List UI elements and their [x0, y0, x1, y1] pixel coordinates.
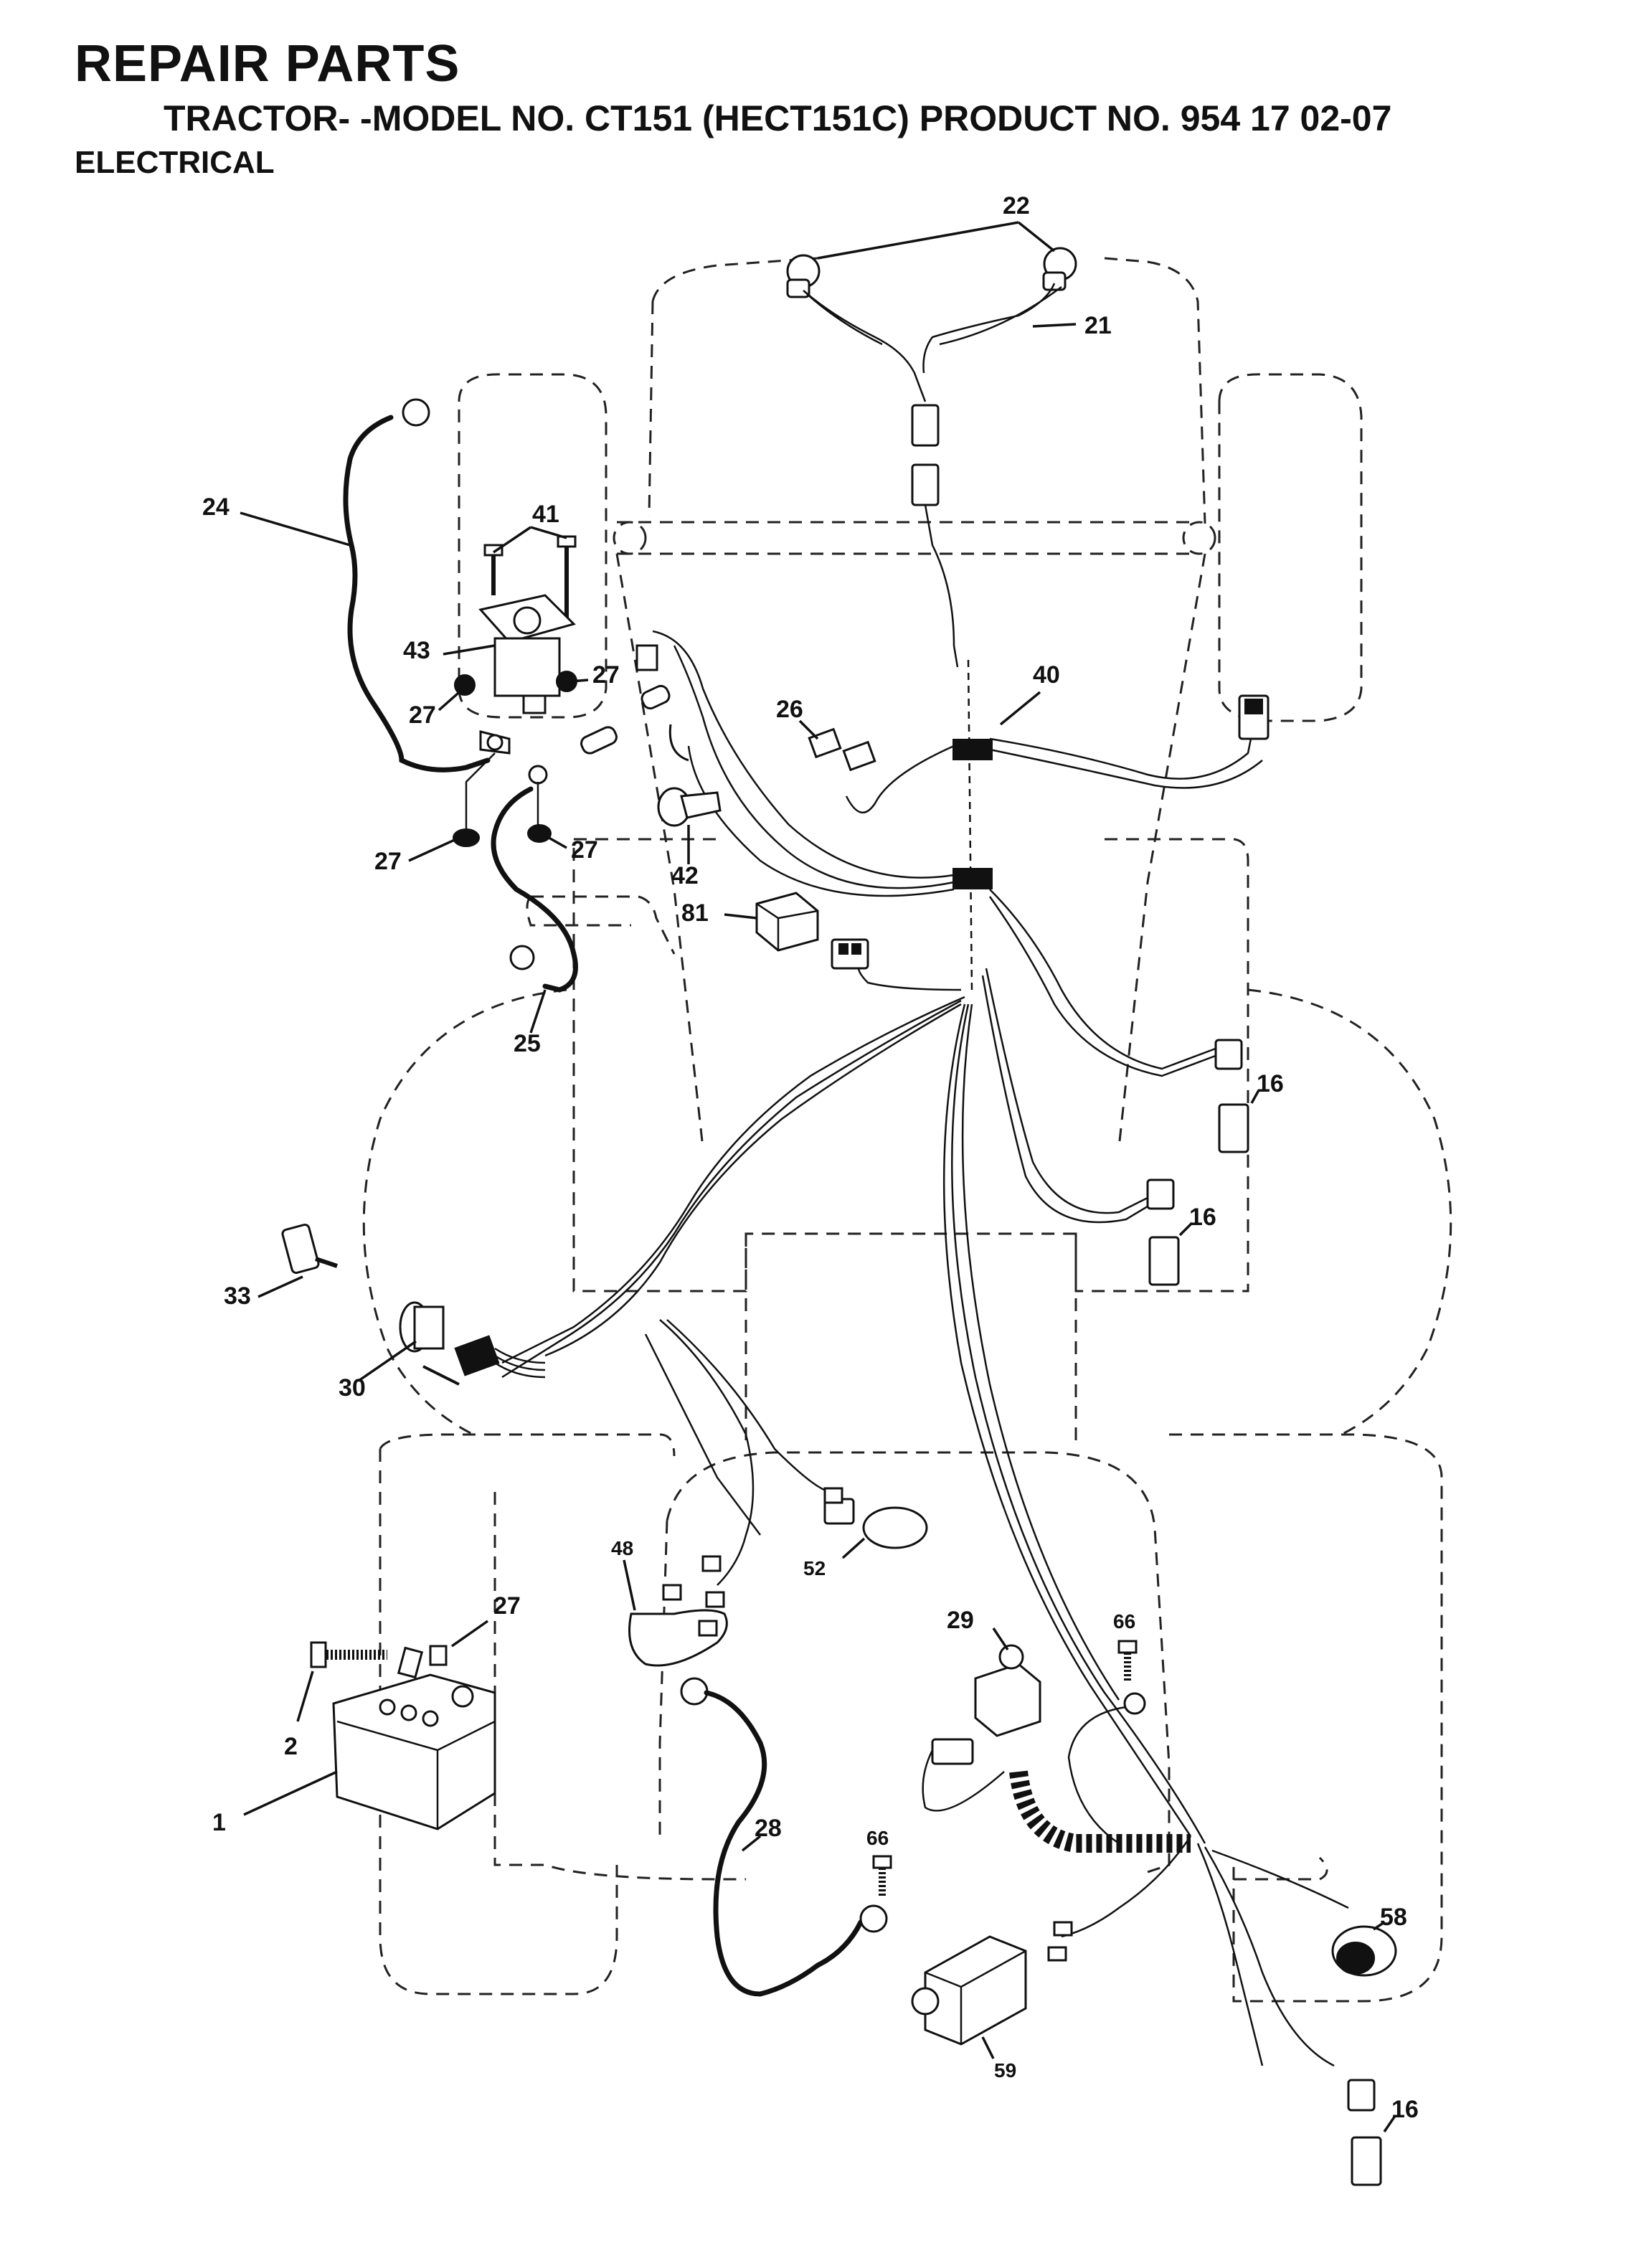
callout-30: 30	[339, 1374, 366, 1402]
frame-rails	[615, 553, 1206, 1148]
callout-40: 40	[1033, 661, 1060, 689]
callout-labels: 22 21 24 41 43 27 27 27 27 27 40 26 42 8…	[202, 192, 1419, 2123]
starter-solenoid	[408, 526, 589, 862]
terminal-boot-42	[657, 787, 722, 864]
rear-deck-outline	[488, 1433, 1443, 2003]
callout-1: 1	[212, 1809, 226, 1836]
callout-48: 48	[611, 1537, 633, 1559]
harness-branches	[501, 630, 1263, 1844]
callout-66-b: 66	[866, 1827, 889, 1849]
seat-switch-48	[623, 1555, 728, 1667]
callout-27-b: 27	[409, 701, 436, 729]
cable-24	[343, 415, 491, 772]
section-label: ELECTRICAL	[75, 145, 275, 180]
headlight-assembly	[786, 221, 1077, 668]
battery-bolt-2	[296, 1620, 489, 1722]
rear-wires	[644, 1319, 1349, 2067]
tractor-outline	[362, 257, 1452, 2003]
callout-27-e: 27	[493, 1592, 521, 1620]
cable-28	[680, 1677, 888, 1997]
callout-16-b: 16	[1189, 1204, 1216, 1231]
battery-cables	[240, 398, 578, 1034]
callout-2: 2	[284, 1733, 298, 1760]
lower-loom	[1009, 1770, 1191, 1853]
callout-27-c: 27	[374, 848, 402, 875]
rear-fender	[493, 1492, 746, 1881]
callout-52: 52	[803, 1557, 826, 1579]
callout-26: 26	[776, 696, 803, 723]
switch-16c	[1351, 2136, 1382, 2186]
callout-16-a: 16	[1257, 1070, 1284, 1097]
callout-21: 21	[1084, 312, 1112, 339]
callout-22: 22	[1003, 192, 1030, 219]
interlock-switches	[1146, 1039, 1396, 2186]
callout-27-d: 27	[571, 836, 598, 864]
nut-bottom-left	[453, 828, 480, 847]
callout-58: 58	[1380, 1904, 1407, 1931]
ignition-key-33	[257, 1223, 338, 1298]
battery-1	[243, 1646, 496, 1830]
headlight-harness	[803, 283, 1062, 402]
connector-26	[798, 719, 876, 772]
front-right-wheel	[1218, 373, 1363, 722]
hood-outline	[651, 257, 1206, 524]
main-harness-loom	[501, 630, 1349, 2067]
starter-terminals	[580, 644, 689, 762]
right-front-connector	[1238, 694, 1270, 740]
cable-25	[491, 786, 578, 993]
callout-16-c: 16	[1391, 2096, 1419, 2123]
rear-left-wheel	[362, 988, 567, 1436]
callout-29: 29	[947, 1607, 974, 1634]
page-title: REPAIR PARTS	[75, 35, 460, 93]
callout-25: 25	[514, 1030, 541, 1057]
headlight-connector-a	[911, 404, 940, 447]
callout-28: 28	[755, 1815, 782, 1842]
callout-33: 33	[224, 1282, 251, 1310]
nut-left	[454, 674, 476, 696]
nut-bottom-right	[527, 824, 552, 843]
switch-16a	[1218, 1103, 1249, 1153]
headlight-connector-b	[911, 463, 940, 506]
screws-66	[872, 1640, 1138, 1897]
hourmeter-58	[1331, 1921, 1397, 1977]
callout-42: 42	[671, 862, 699, 889]
relay-81	[724, 892, 869, 970]
model-subtitle: TRACTOR- -MODEL NO. CT151 (HECT151C) PRO…	[164, 98, 1392, 138]
switch-16b	[1148, 1236, 1180, 1286]
front-left-wheel	[458, 373, 608, 719]
front-axle	[617, 521, 1191, 555]
callout-24: 24	[202, 493, 230, 521]
callout-41: 41	[532, 501, 559, 528]
pto-switch-29	[922, 1627, 1146, 1845]
callout-81: 81	[681, 899, 709, 927]
rear-right-wheel	[1247, 988, 1452, 1436]
relay-socket	[831, 938, 869, 970]
callout-43: 43	[403, 637, 430, 664]
callout-66-a: 66	[1113, 1610, 1135, 1633]
lamp-52	[823, 1487, 928, 1559]
module-59	[911, 1921, 1073, 2059]
callout-27-a: 27	[592, 661, 620, 689]
ignition-switch-30	[358, 1301, 546, 1386]
seat-outline	[744, 1234, 1077, 1449]
callout-59: 59	[994, 2059, 1016, 2082]
